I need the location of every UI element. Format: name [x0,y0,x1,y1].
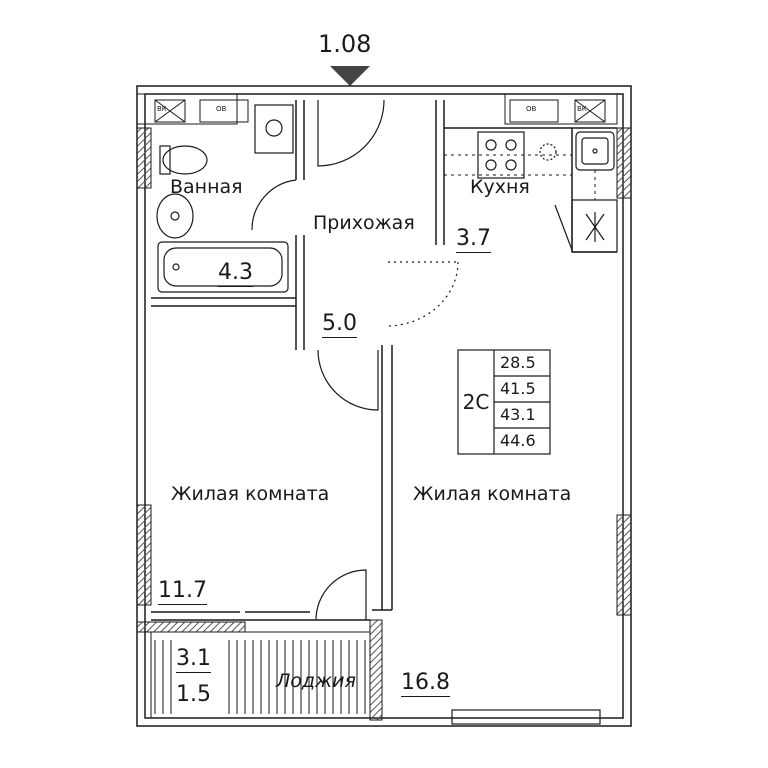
spec-value-4: 44.6 [500,431,536,450]
spec-value-3: 43.1 [500,405,536,424]
vent-label-2: ОВ [216,105,227,113]
room-area-living-1: 11.7 [158,578,207,605]
room-name-kitchen: Кухня [470,176,530,198]
room-name-living-1: Жилая комната [171,483,330,505]
kitchen-dashed [444,154,596,200]
door-swings [251,99,385,621]
room-area-loggia-b: 1.5 [176,682,211,707]
room-area-living-2: 16.8 [401,670,450,697]
hatched-walls [136,93,632,721]
room-area-kitchen: 3.7 [456,226,491,253]
spec-value-1: 28.5 [500,353,536,372]
room-area-loggia-a: 3.1 [176,646,211,673]
spec-box-frame [457,349,551,455]
room-area-hall: 5.0 [322,311,357,338]
outer-walls [136,85,632,727]
vent-label-4: ВК [577,105,587,113]
room-name-loggia: Лоджия [276,670,356,692]
entrance-marker-label: 1.08 [318,30,372,58]
door-arc-dotted [387,261,459,327]
apartment-spec-box: 2С 28.5 41.5 43.1 44.6 [458,350,550,454]
room-area-bath: 4.3 [218,260,253,287]
bath-fixtures [156,104,294,293]
room-name-bath: Ванная [170,176,243,198]
room-name-hall: Прихожая [313,212,415,234]
vent-label-1: ВК [157,105,167,113]
vent-boxes [154,99,606,123]
spec-value-2: 41.5 [500,379,536,398]
entrance-marker-icon [330,66,370,86]
vent-label-3: ОВ [526,105,537,113]
room-name-living-2: Жилая комната [413,483,572,505]
apartment-type: 2С [462,390,490,414]
loggia-floor [150,631,371,719]
